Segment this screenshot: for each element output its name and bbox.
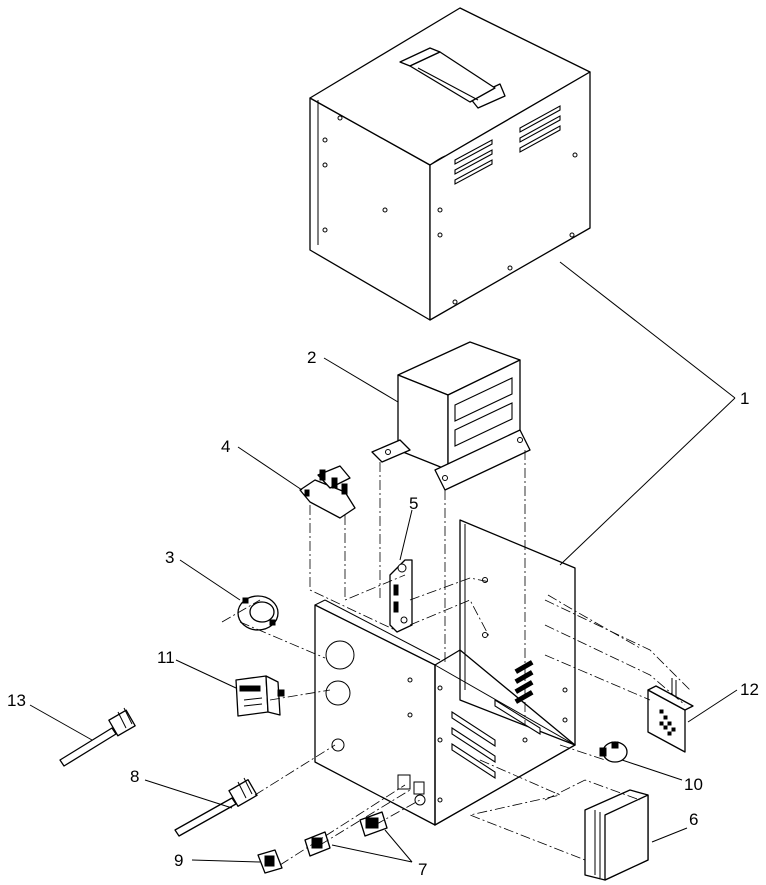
circuit-board-components — [659, 709, 676, 736]
callout-5: 5 — [409, 494, 418, 513]
circuit-board-part — [647, 678, 694, 753]
rectifier-part — [389, 559, 413, 633]
callout-10: 10 — [684, 775, 703, 794]
callout-labels: 1 2 3 4 5 6 7 8 9 10 11 12 13 — [7, 348, 759, 879]
callout-9: 9 — [174, 851, 183, 870]
callout-2: 2 — [307, 348, 316, 367]
base-chassis — [314, 519, 577, 826]
callout-11: 11 — [157, 648, 175, 667]
cover-part — [309, 7, 591, 321]
ammeter-part — [235, 675, 285, 717]
relay-part — [299, 465, 356, 519]
switch-part — [257, 849, 283, 874]
power-cord-part — [59, 707, 136, 767]
transformer-part — [371, 341, 531, 491]
callout-12: 12 — [740, 680, 759, 699]
callout-1: 1 — [740, 389, 749, 408]
callout-13: 13 — [7, 691, 26, 710]
callout-8: 8 — [130, 767, 139, 786]
thermostat-part — [599, 741, 628, 763]
leader-lines — [29, 261, 738, 863]
cover-vents — [454, 105, 561, 185]
callout-7: 7 — [418, 860, 427, 879]
assembly-lines — [221, 450, 691, 866]
callout-3: 3 — [165, 548, 174, 567]
circuit-breaker-part — [237, 595, 279, 631]
dc-cord-part — [174, 777, 258, 837]
side-panel-part — [584, 789, 649, 881]
callout-4: 4 — [221, 437, 230, 456]
callout-6: 6 — [689, 810, 698, 829]
fuse-holders-part — [304, 811, 388, 857]
